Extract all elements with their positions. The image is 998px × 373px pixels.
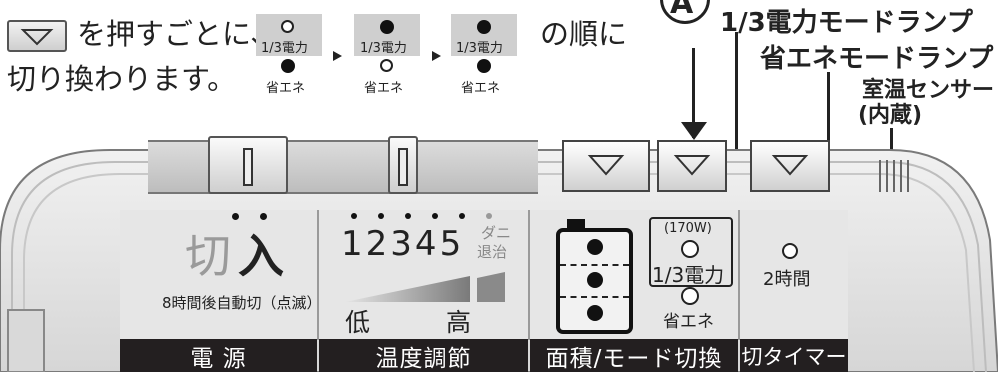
eco-lamp-on-icon (477, 59, 491, 73)
timer-hours-label: 2時間 (763, 269, 811, 290)
eco-lamp-icon (681, 287, 699, 305)
arrow-right-icon (432, 51, 441, 61)
room-sensor-note: (内蔵) (858, 103, 923, 128)
timer-section-label: 切タイマー (740, 339, 848, 372)
third-power-lamp-icon (681, 240, 699, 258)
divider (528, 210, 530, 340)
temperature-section-label: 温度調節 (319, 339, 528, 372)
sequence-bottom-label: 省エネ (266, 81, 306, 96)
watt-label: (170W) (664, 221, 712, 236)
area-icon-tab (567, 219, 585, 229)
down-triangle-icon (20, 29, 54, 46)
sequence-bottom-label: 省エネ (364, 81, 404, 96)
third-power-lamp-callout: 1/3電力モードランプ (720, 8, 973, 38)
arrow-right-icon (333, 51, 342, 61)
third-power-lamp-off-icon (281, 20, 294, 33)
third-power-lamp-on-icon (477, 20, 491, 34)
third-power-lamp-on-icon (380, 20, 394, 34)
temperature-ramp-icon (345, 272, 505, 302)
divider (738, 210, 740, 340)
area-mode-button[interactable] (562, 140, 650, 192)
arrow-down-icon (681, 122, 707, 140)
area-lamp-icon (587, 239, 603, 255)
area-lamp-icon (587, 305, 603, 321)
down-triangle-icon (587, 155, 625, 176)
third-power-frame (649, 217, 733, 287)
down-button-icon (7, 20, 67, 52)
timer-lamp-icon (782, 243, 798, 259)
timer-button[interactable] (750, 140, 830, 192)
eco-lamp-callout: 省エネモードランプ (760, 44, 994, 74)
power-on-label: 入 (238, 229, 284, 283)
indicator-dot (232, 213, 239, 220)
eco-label: 省エネ (663, 312, 714, 332)
indicator-dot (260, 213, 267, 220)
area-mode-section-label: 面積/モード切換 (530, 339, 738, 372)
down-triangle-icon (771, 155, 809, 176)
eco-lamp-on-icon (281, 59, 295, 73)
temperature-slider[interactable] (388, 136, 418, 194)
instruction-line1: を押すごとに、 (77, 17, 280, 51)
leader-line (735, 32, 738, 258)
marker-a-wrapper: A (652, 0, 732, 80)
power-section-label: 電 源 (120, 339, 317, 372)
mite-label-top: ダニ (481, 224, 512, 242)
area-indicator (556, 228, 633, 334)
temperature-levels: 12345 (341, 224, 465, 264)
leader-line (890, 128, 893, 156)
power-switch[interactable] (208, 136, 288, 194)
divider (317, 210, 319, 340)
slider-track (148, 140, 538, 194)
power-note: 8時間後自動切（点滅） (162, 294, 322, 312)
power-off-label: 切 (185, 229, 231, 283)
mode-button[interactable] (657, 140, 727, 192)
instruction-order: の順に (540, 17, 628, 51)
eco-lamp-off-icon (380, 59, 393, 72)
sequence-top-label: 1/3電力 (360, 41, 407, 56)
sequence-top-label: 1/3電力 (261, 41, 308, 56)
temperature-high-label: 高 (446, 308, 472, 337)
room-sensor-callout: 室温センサー (862, 78, 995, 103)
temperature-low-label: 低 (345, 308, 371, 337)
area-lamp-icon (587, 272, 603, 288)
mite-label-bottom: 退治 (477, 243, 508, 261)
sequence-bottom-label: 省エネ (461, 81, 501, 96)
marker-a: A (670, 0, 694, 21)
instruction-line2: 切り換わります。 (7, 62, 237, 96)
leader-line (692, 48, 695, 138)
control-panel (120, 210, 848, 340)
sequence-top-label: 1/3電力 (456, 41, 503, 56)
down-triangle-icon (673, 155, 711, 176)
third-power-label: 1/3電力 (652, 263, 725, 287)
